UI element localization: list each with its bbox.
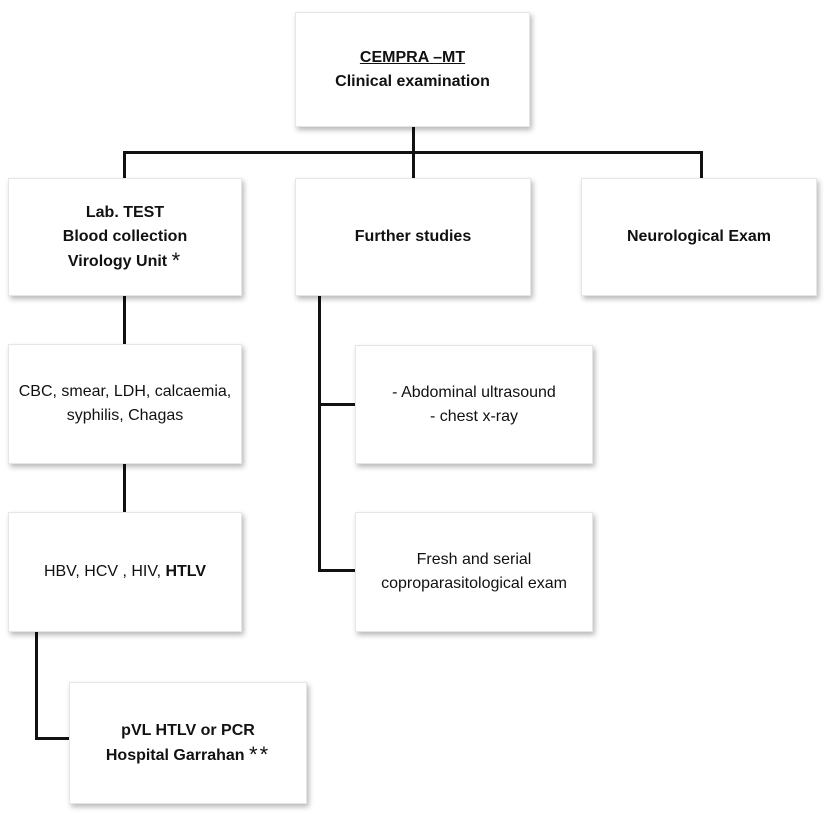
lab-test-line1: Lab. TEST (85, 203, 165, 221)
lab-test-line3-row: Virology Unit * (67, 247, 183, 274)
connector-pvl-elbow (35, 737, 69, 740)
connector-to-further (412, 151, 415, 178)
further-studies-box: Further studies (295, 178, 531, 296)
connector-lab-to-cbc (123, 296, 126, 344)
pvl-line1: pVL HTLV or PCR (121, 721, 255, 739)
lab-test-asterisk: * (171, 247, 183, 273)
fresh-exam-line2: coproparasitological exam (381, 575, 567, 592)
cbc-line2: syphilis, Chagas (66, 407, 184, 424)
connector-further-trunk (318, 296, 321, 572)
pvl-line2: Hospital Garrahan (105, 746, 245, 764)
root-subtitle: Clinical examination (335, 72, 490, 90)
neurological-exam-label: Neurological Exam (626, 228, 772, 245)
imaging-box: - Abdominal ultrasound - chest x-ray (355, 345, 593, 464)
serology-htlv: HTLV (165, 563, 207, 580)
root-title: CEMPRA –MT (359, 48, 466, 66)
connector-cbc-to-hbv (123, 464, 126, 512)
connector-hbv-to-pvl (35, 632, 38, 740)
serology-row: HBV, HCV , HIV, HTLV (44, 560, 206, 584)
pvl-asterisks: ** (249, 741, 271, 767)
root-box: CEMPRA –MT Clinical examination (295, 12, 530, 127)
cbc-box: CBC, smear, LDH, calcaemia, syphilis, Ch… (8, 344, 242, 464)
connector-to-imaging (318, 403, 355, 406)
serology-box: HBV, HCV , HIV, HTLV (8, 512, 242, 632)
connector-to-neuro (700, 151, 703, 178)
serology-plain: HBV, HCV , HIV, (43, 563, 166, 580)
fresh-exam-box: Fresh and serial coproparasitological ex… (355, 512, 593, 632)
imaging-line2: - chest x-ray (429, 407, 518, 425)
imaging-line1: - Abdominal ultrasound (392, 383, 556, 401)
further-studies-label: Further studies (354, 228, 472, 245)
neurological-exam-box: Neurological Exam (581, 178, 817, 296)
connector-to-lab (123, 151, 126, 178)
pvl-box: pVL HTLV or PCR Hospital Garrahan ** (69, 682, 307, 804)
connector-root-down (412, 126, 415, 154)
lab-test-line2: Blood collection (62, 227, 188, 245)
lab-test-line3: Virology Unit (67, 252, 168, 270)
pvl-line2-row: Hospital Garrahan ** (105, 741, 271, 768)
connector-to-fresh (318, 569, 355, 572)
cbc-line1: CBC, smear, LDH, calcaemia, (18, 383, 232, 400)
lab-test-box: Lab. TEST Blood collection Virology Unit… (8, 178, 242, 296)
fresh-exam-line1: Fresh and serial (416, 551, 532, 568)
